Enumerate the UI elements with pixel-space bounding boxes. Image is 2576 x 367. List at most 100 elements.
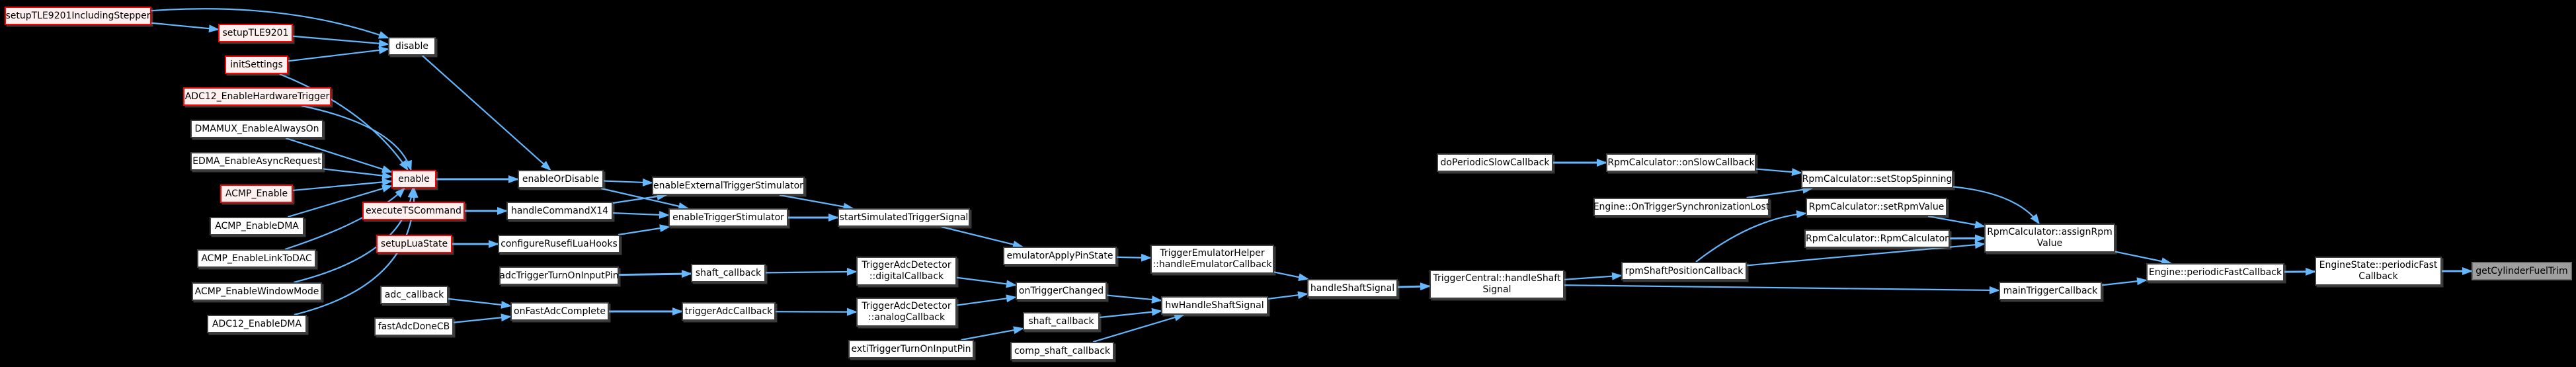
edge-trigger_adc_detector_analog-on_trigger_changed	[956, 294, 1017, 306]
graph-node-label: shaft_callback	[1028, 315, 1094, 327]
edge-setup_tle9201_including_stepper-disable	[151, 8, 389, 39]
graph-node-start_simulated_trigger_signal[interactable]: startSimulatedTriggerSignal	[838, 208, 970, 227]
graph-node-handle_command_x14[interactable]: handleCommandX14	[506, 202, 613, 220]
edge-shaft_callback_2-hw_handle_shaft_signal	[1099, 307, 1162, 319]
graph-node-hw_handle_shaft_signal[interactable]: hwHandleShaftSignal	[1161, 296, 1268, 315]
graph-node-rpm_shaft_position_callback[interactable]: rpmShaftPositionCallback	[1621, 262, 1747, 280]
graph-node-label: setupTLE9201IncludingStepper	[5, 10, 151, 21]
graph-node-label: mainTriggerCallback	[2003, 285, 2098, 296]
graph-node-shaft_callback_2[interactable]: shaft_callback	[1023, 312, 1100, 331]
graph-node-enable_external_trigger_stimulator[interactable]: enableExternalTriggerStimulator	[652, 177, 805, 195]
graph-node-engine_on_trigger_sync_lost[interactable]: Engine::OnTriggerSynchronizationLost	[1593, 198, 1769, 216]
graph-node-rpm_set_stop_spinning[interactable]: RpmCalculator::setStopSpinning	[1801, 170, 1953, 188]
edge-handle_command_x14-enable_external_trigger_stimulator	[612, 192, 668, 204]
graph-node-label: extiTriggerTurnOnInputPin	[851, 343, 971, 354]
graph-node-adc12_enable_hardware_trigger[interactable]: ADC12_EnableHardwareTrigger	[183, 87, 331, 106]
graph-node-trigger_adc_callback[interactable]: triggerAdcCallback	[682, 302, 776, 321]
graph-node-label: enableOrDisable	[522, 173, 600, 184]
graph-node-setup_tle9201_including_stepper[interactable]: setupTLE9201IncludingStepper	[5, 7, 151, 25]
edge-fast_adc_done_cb-on_fast_adc_complete	[453, 313, 512, 323]
graph-node-trigger_adc_detector_digital[interactable]: TriggerAdcDetector::digitalCallback	[856, 257, 957, 286]
edge-handle_command_x14-enable_trigger_stimulator	[612, 210, 670, 219]
graph-node-emulator_apply_pin_state[interactable]: emulatorApplyPinState	[1003, 247, 1117, 265]
graph-node-label: hwHandleShaftSignal	[1165, 300, 1264, 311]
graph-node-setup_tle9201[interactable]: setupTLE9201	[218, 24, 293, 42]
graph-node-adc_trigger_turn_on_input_pin[interactable]: adcTriggerTurnOnInputPin	[499, 266, 619, 285]
graph-node-disable[interactable]: disable	[388, 37, 436, 56]
graph-node-engine_periodic_fast_callback[interactable]: Engine::periodicFastCallback	[2146, 263, 2284, 282]
edge-emulator_apply_pin_state-trigger_emulator_helper_handle	[1116, 253, 1152, 262]
graph-node-label: ACMP_EnableWindowMode	[194, 286, 319, 297]
edge-rpm_shaft_position_callback-rpm_set_rpm_value	[1695, 210, 1807, 263]
graph-node-rpm_rpm_calculator[interactable]: RpmCalculator::RpmCalculator	[1804, 229, 1950, 248]
graph-node-acmp_enable_window_mode[interactable]: ACMP_EnableWindowMode	[192, 282, 322, 301]
graph-node-dmamux_enable_always_on[interactable]: DMAMUX_EnableAlwaysOn	[190, 120, 323, 138]
graph-node-handle_shaft_signal[interactable]: handleShaftSignal	[1307, 279, 1398, 298]
graph-node-acmp_enable[interactable]: ACMP_Enable	[220, 184, 293, 203]
graph-node-label: enableExternalTriggerStimulator	[653, 180, 803, 191]
graph-node-label: RpmCalculator::RpmCalculator	[1806, 233, 1949, 244]
edge-rpm_set_rpm_value-rpm_assign_rpm_value	[1927, 215, 1986, 229]
graph-node-trigger_emulator_helper_handle[interactable]: TriggerEmulatorHelper::handleEmulatorCal…	[1150, 245, 1274, 274]
edge-edma_enable_async_request-enable	[323, 168, 393, 180]
edge-acmp_enable_link_to_dac-enable	[284, 187, 405, 251]
graph-node-label: Callback	[2358, 271, 2398, 282]
graph-node-trigger_adc_detector_analog[interactable]: TriggerAdcDetector::analogCallback	[856, 298, 957, 327]
graph-node-label: RpmCalculator::assignRpm	[1987, 227, 2113, 237]
graph-node-label: handleCommandX14	[510, 205, 609, 216]
edge-engine_on_trigger_sync_lost-rpm_set_stop_spinning	[1746, 186, 1814, 199]
graph-node-label: emulatorApplyPinState	[1006, 250, 1113, 261]
graph-node-label: ::analogCallback	[867, 312, 946, 323]
edge-disable-enable_or_disable	[421, 55, 551, 171]
graph-node-label: triggerAdcCallback	[684, 306, 773, 317]
graph-node-setup_lua_state[interactable]: setupLuaState	[376, 235, 452, 253]
graph-node-label: rpmShaftPositionCallback	[1625, 265, 1744, 276]
edge-trigger_adc_detector_digital-on_trigger_changed	[956, 276, 1017, 288]
graph-node-label: disable	[395, 40, 429, 52]
graph-node-rpm_set_rpm_value[interactable]: RpmCalculator::setRpmValue	[1806, 198, 1947, 216]
edge-enable_external_trigger_stimulator-start_simulated_trigger_signal	[779, 194, 854, 211]
graph-node-label: setupLuaState	[380, 238, 448, 249]
graph-node-init_settings[interactable]: initSettings	[225, 56, 288, 74]
edge-adc_callback-on_fast_adc_complete	[448, 298, 512, 309]
graph-node-label: RpmCalculator::onSlowCallback	[1607, 157, 1755, 168]
graph-node-configure_rusefi_lua_hooks[interactable]: configureRusefiLuaHooks	[498, 235, 620, 253]
edge-exti_trigger_turn_on_input_pin-shaft_callback_2	[961, 326, 1024, 341]
graph-node-label: doPeriodicSlowCallback	[1440, 157, 1550, 168]
graph-node-label: Value	[2036, 238, 2063, 249]
graph-node-acmp_enable_dma[interactable]: ACMP_EnableDMA	[210, 217, 304, 235]
graph-node-fast_adc_done_cb[interactable]: fastAdcDoneCB	[374, 317, 454, 336]
graph-node-adc_callback[interactable]: adc_callback	[380, 286, 448, 304]
graph-node-enable[interactable]: enable	[391, 170, 436, 188]
graph-node-get_cylinder_fuel_trim[interactable]: getCylinderFuelTrim	[2472, 262, 2572, 280]
graph-node-exti_trigger_turn_on_input_pin[interactable]: extiTriggerTurnOnInputPin	[848, 340, 974, 358]
graph-node-label: ::handleEmulatorCallback	[1152, 259, 1272, 270]
graph-node-enable_trigger_stimulator[interactable]: enableTriggerStimulator	[668, 208, 788, 227]
graph-node-execute_ts_command[interactable]: executeTSCommand	[362, 202, 465, 220]
graph-node-do_periodic_slow_callback[interactable]: doPeriodicSlowCallback	[1437, 153, 1553, 172]
edge-rpm_on_slow_callback-rpm_set_stop_spinning	[1755, 168, 1802, 177]
graph-node-main_trigger_callback[interactable]: mainTriggerCallback	[1999, 282, 2102, 300]
graph-node-shaft_callback_1[interactable]: shaft_callback	[691, 264, 766, 282]
graph-node-on_trigger_changed[interactable]: onTriggerChanged	[1016, 282, 1107, 300]
edge-handle_shaft_signal-trigger_central_handle_shaft_signal	[1397, 282, 1431, 291]
graph-node-comp_shaft_callback[interactable]: comp_shaft_callback	[1010, 342, 1114, 360]
graph-node-rpm_on_slow_callback[interactable]: RpmCalculator::onSlowCallback	[1606, 153, 1756, 172]
graph-node-label: ADC12_EnableHardwareTrigger	[184, 91, 330, 102]
graph-node-edma_enable_async_request[interactable]: EDMA_EnableAsyncRequest	[190, 152, 323, 171]
graph-node-acmp_enable_link_to_dac[interactable]: ACMP_EnableLinkToDAC	[197, 249, 316, 268]
graph-node-label: Engine::OnTriggerSynchronizationLost	[1593, 201, 1770, 212]
graph-node-label: adcTriggerTurnOnInputPin	[499, 270, 619, 281]
graph-node-adc12_enable_dma[interactable]: ADC12_EnableDMA	[207, 315, 307, 333]
graph-node-enable_or_disable[interactable]: enableOrDisable	[518, 170, 604, 188]
graph-node-label: ACMP_Enable	[225, 188, 288, 199]
edge-adc_trigger_turn_on_input_pin-shaft_callback_1	[618, 270, 692, 278]
graph-node-on_fast_adc_complete[interactable]: onFastAdcComplete	[510, 302, 609, 321]
edge-trigger_central_handle_shaft_signal-rpm_shaft_position_callback	[1564, 272, 1623, 280]
graph-node-label: TriggerCentral::handleShaft	[1433, 273, 1561, 284]
graph-node-label: fastAdcDoneCB	[378, 321, 450, 332]
